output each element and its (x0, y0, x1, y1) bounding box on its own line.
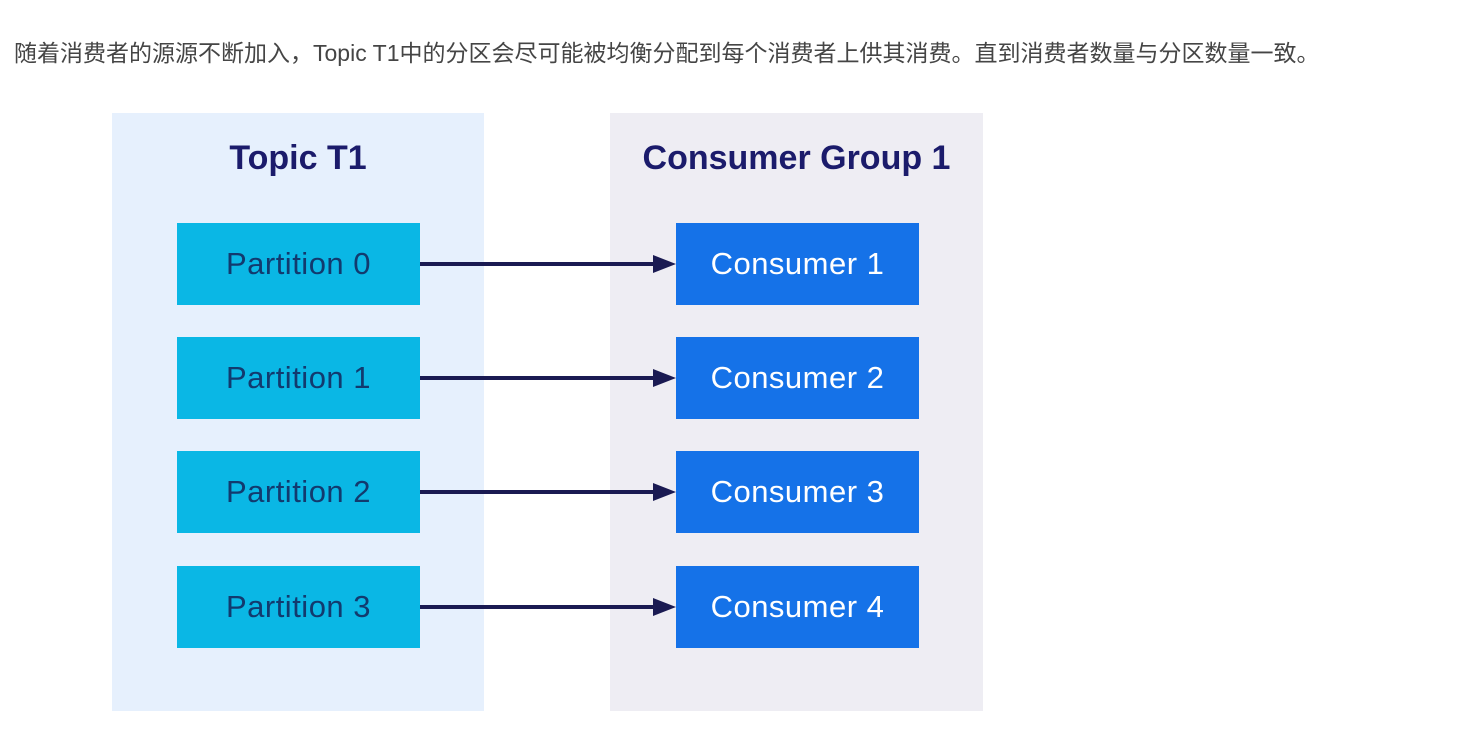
arrow-head-icon (653, 598, 676, 616)
arrow-head-icon (653, 255, 676, 273)
arrow-line (420, 262, 656, 266)
partition-0-box: Partition 0 (177, 223, 420, 305)
arrow-line (420, 376, 656, 380)
arrow-head-icon (653, 483, 676, 501)
consumer-1-box: Consumer 1 (676, 223, 919, 305)
arrow-partition0-to-consumer1 (420, 255, 676, 273)
consumer-3-box: Consumer 3 (676, 451, 919, 533)
arrow-line (420, 605, 656, 609)
arrow-partition3-to-consumer4 (420, 598, 676, 616)
arrow-line (420, 490, 656, 494)
consumer-2-box: Consumer 2 (676, 337, 919, 419)
description-text: 随着消费者的源源不断加入，Topic T1中的分区会尽可能被均衡分配到每个消费者… (14, 40, 1320, 66)
arrow-partition2-to-consumer3 (420, 483, 676, 501)
consumer-group-panel: Consumer Group 1 Consumer 1 Consumer 2 C… (610, 113, 983, 711)
arrow-partition1-to-consumer2 (420, 369, 676, 387)
partition-2-box: Partition 2 (177, 451, 420, 533)
consumer-group-panel-title: Consumer Group 1 (642, 139, 951, 177)
topic-panel-title: Topic T1 (229, 139, 367, 177)
arrow-head-icon (653, 369, 676, 387)
topic-panel: Topic T1 Partition 0 Partition 1 Partiti… (112, 113, 484, 711)
partition-3-box: Partition 3 (177, 566, 420, 648)
consumer-4-box: Consumer 4 (676, 566, 919, 648)
partition-1-box: Partition 1 (177, 337, 420, 419)
